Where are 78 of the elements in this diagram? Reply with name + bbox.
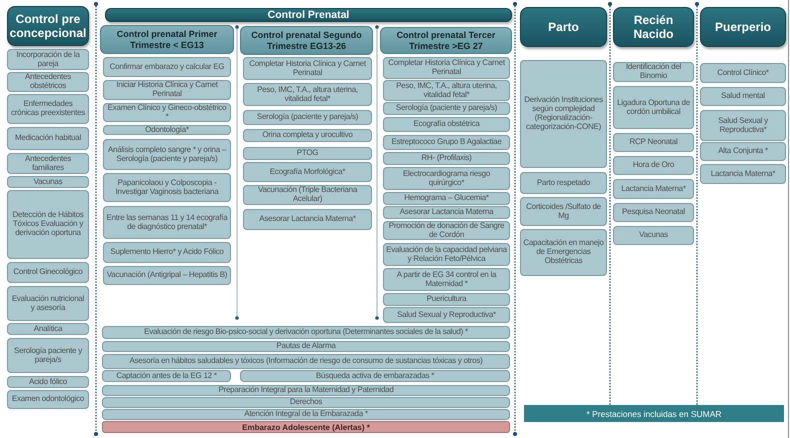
care-item: Salud Sexual y Reproductiva* bbox=[700, 110, 786, 141]
care-item: Acido fólico bbox=[7, 376, 89, 388]
trimester-header: Control prenatal Segundo Trimestre EG13-26 bbox=[240, 26, 373, 55]
care-item: Captación antes de la EG 12 * bbox=[102, 370, 231, 382]
care-item: Serología (paciente y pareja/s) bbox=[243, 110, 372, 125]
phase-header: Control pre concepcional bbox=[7, 6, 89, 46]
care-item: Detección de Hábitos Tóxicos Evaluación y derivación oportuna bbox=[7, 190, 89, 259]
phase-header: Parto bbox=[520, 7, 607, 47]
care-item: Completar Historia Clínica y Carnet Perinatal bbox=[243, 57, 372, 80]
care-item: Salud mental bbox=[700, 87, 786, 106]
care-item: Completar Historia Clínica y Carnet Perinatal bbox=[383, 57, 510, 79]
care-item: Preparación Integral para la Maternidad y Paternidad bbox=[102, 385, 510, 396]
care-item: Asesoría en hábitos saludables y tóxicos (Información de riesgo de consumo de sustancias tóxicas y otros) bbox=[102, 354, 510, 369]
care-item: Atención Integral de la Embarazada * bbox=[102, 409, 510, 420]
care-item: Evaluación nutricional y asesoría bbox=[7, 286, 89, 321]
care-item: Análisis completo sangre * y orina – Serología (paciente y pareja/s) bbox=[103, 139, 231, 170]
care-item: Estreptococo Grupo B Agalactiae bbox=[383, 135, 510, 150]
care-item: Vacunación (Antigripal – Hepatitis B) bbox=[103, 266, 231, 285]
care-item: PTOG bbox=[243, 147, 372, 160]
care-item: Examen Clínico y Gineco-obstétrico * bbox=[103, 103, 231, 122]
care-item: Lactancia Materna* bbox=[700, 164, 786, 184]
care-item: Enfermedades crónicas preexistentes bbox=[7, 94, 89, 124]
care-item: Capacitación en manejo de Emergencias Obstétricas bbox=[520, 229, 607, 276]
care-item: Asesorar Lactancia Materna* bbox=[243, 209, 372, 230]
care-item: RCP Neonatal bbox=[613, 133, 694, 152]
section-banner: Control Prenatal bbox=[105, 8, 512, 22]
care-item: Hora de Oro bbox=[613, 156, 694, 175]
care-item: Odontología* bbox=[103, 125, 231, 135]
care-item: Peso, IMC, T.A., altura uterina, vitalidad fetal* bbox=[383, 80, 510, 101]
care-item: Derechos bbox=[102, 397, 510, 408]
care-item: Lactancia Materna* bbox=[613, 179, 694, 199]
trimester-header: Control prenatal Primer Trimestre < EG13 bbox=[100, 25, 234, 54]
care-item: Entre las semanas 11 y 14 ecografía de diagnóstico prenatal* bbox=[103, 206, 231, 239]
care-item: Ecografía obstétrica bbox=[383, 117, 510, 132]
care-item: Hemograma – Glucemia* bbox=[383, 192, 510, 205]
care-item: Alta Conjunta * bbox=[700, 142, 786, 161]
care-item: RH- (Profilaxis) bbox=[383, 152, 510, 165]
care-item: Identificación del Binomio bbox=[613, 62, 694, 82]
care-item: Antecedentes familiares bbox=[7, 153, 89, 174]
care-item: A partir de EG 34 control en la Maternidad * bbox=[383, 268, 510, 291]
care-item: Peso, IMC, T.A., altura uterina, vitalidad fetal* bbox=[243, 83, 372, 106]
care-item: Asesorar Lactancia Materna bbox=[383, 206, 510, 219]
care-item: Pautas de Alarma bbox=[102, 341, 510, 352]
care-item: Suplemento Hierro* y Acido Fólico bbox=[103, 242, 231, 263]
care-item: Electrocardiograma riesgo quirúrgico* bbox=[383, 167, 510, 190]
care-item: Papanicolaou y Colposcopia - Investigar Vaginosis bacteriana bbox=[103, 173, 231, 202]
care-item: Antecedentes obstétricos bbox=[7, 72, 89, 92]
care-item: Confirmar embarazo y calcular EG bbox=[103, 57, 231, 77]
care-item: Incorporación de la pareja bbox=[7, 49, 89, 70]
care-item: Ecografía Morfológica* bbox=[243, 162, 372, 182]
care-item: Control Clínico* bbox=[700, 63, 786, 83]
care-item: Puericultura bbox=[383, 293, 510, 306]
care-item: Control Ginecológico bbox=[7, 262, 89, 283]
care-item: Examen odontológico bbox=[7, 390, 89, 409]
care-item: Derivación Instituciones según complejidad (Regionalización-categorización-CONE) bbox=[520, 60, 607, 168]
care-item: Vacunación (Triple Bacteriana Acelular) bbox=[243, 185, 372, 205]
care-item: Vacunas bbox=[613, 226, 694, 245]
care-item: Búsqueda activa de embarazadas * bbox=[240, 370, 510, 382]
care-item: Promoción de donación de Sangre de Cordón bbox=[383, 221, 510, 240]
alert-bar: Embarazo Adolescente (Alertas) * bbox=[102, 421, 510, 433]
phase-header: Recién Nacido bbox=[613, 7, 694, 47]
care-item: Medicación habitual bbox=[7, 127, 89, 150]
phase-header: Puerperio bbox=[700, 7, 786, 47]
care-item: Analítica bbox=[7, 323, 89, 335]
footnote-banner: * Prestaciones incluidas en SUMAR bbox=[524, 405, 784, 422]
care-item: Vacunas bbox=[7, 176, 89, 188]
care-item: Evaluación de riesgo Bio-psico-social y derivación oportuna (Determinantes sociales de la salud) * bbox=[102, 326, 510, 339]
care-item: Pesquisa Neonatal bbox=[613, 203, 694, 222]
care-item: Corticoides /Sulfato de Mg bbox=[520, 197, 607, 226]
care-item: Serología paciente y pareja/s bbox=[7, 338, 89, 373]
care-item: Evaluación de la capacidad pelviana y Relación Feto/Pélvica bbox=[383, 243, 510, 266]
care-item: Orina completa y urocultivo bbox=[243, 129, 372, 142]
trimester-header: Control prenatal Tercer Trimestre >EG 27 bbox=[380, 27, 512, 54]
care-item: Ligadura Oportuna de cordón umbilical bbox=[613, 86, 694, 129]
care-item: Serología (paciente y pareja/s) bbox=[383, 102, 510, 115]
care-item: Parto respetado bbox=[520, 172, 607, 194]
care-item: Salud Sexual y Reproductiva* bbox=[383, 307, 510, 323]
care-item: Iniciar Historia Clínica y Carnet Perinatal bbox=[103, 80, 231, 100]
